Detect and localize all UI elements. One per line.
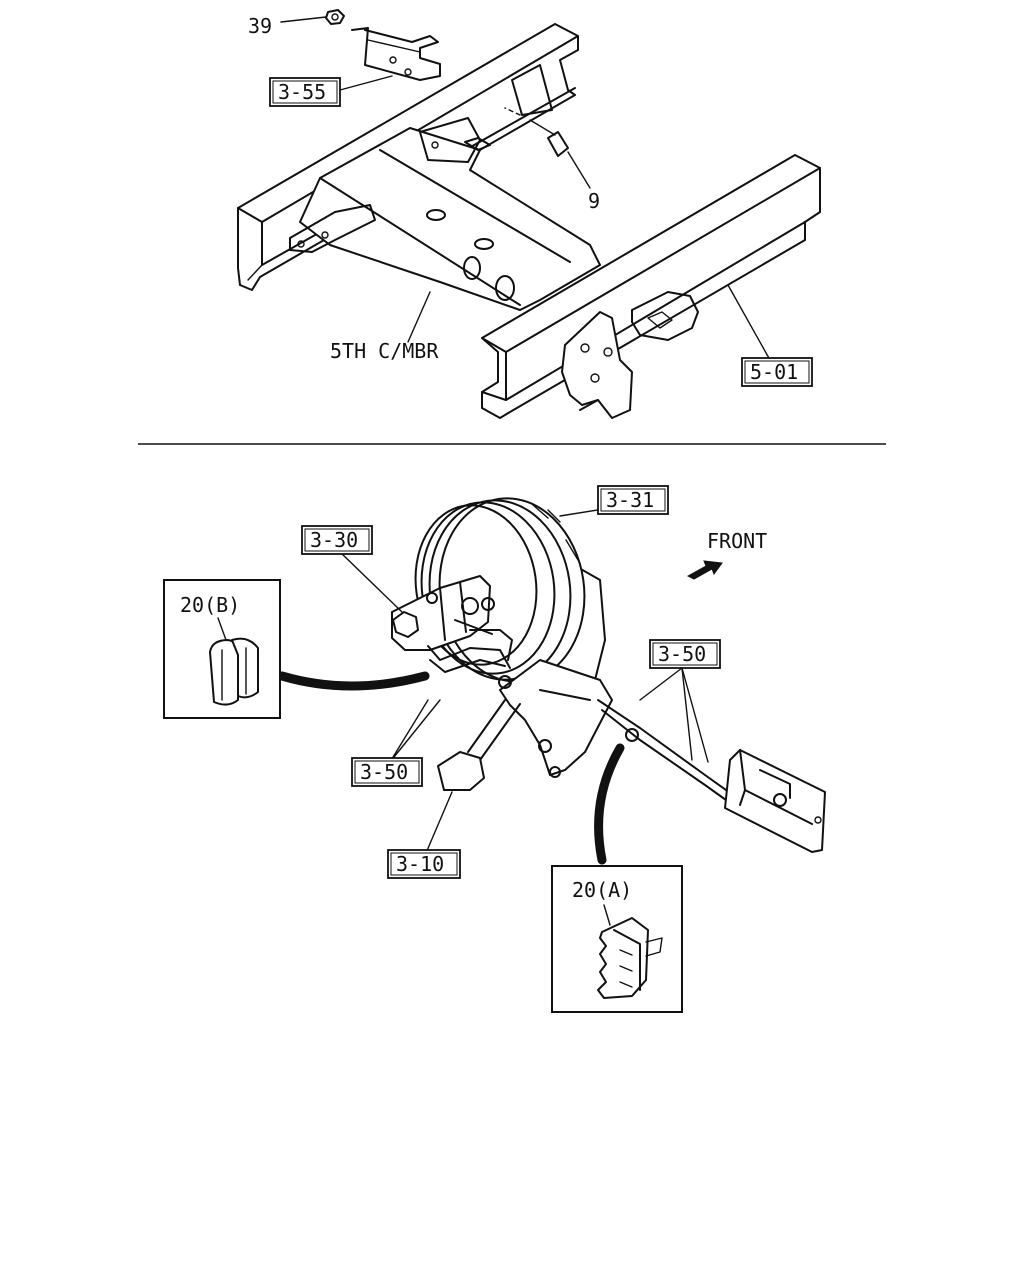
callout-3-50-right: 3-50 — [658, 642, 706, 666]
callout-5-01-box: 5-01 — [741, 357, 813, 387]
callout-39: 39 — [248, 14, 272, 38]
callout-3-10-box: 3-10 — [387, 849, 461, 879]
front-arrow-icon — [686, 560, 723, 580]
callout-3-55-box: 3-55 — [269, 77, 341, 107]
front-label: FRONT — [707, 529, 767, 553]
callout-3-30-box: 3-30 — [301, 525, 373, 555]
callout-3-31: 3-31 — [606, 488, 654, 512]
callout-3-30: 3-30 — [310, 528, 358, 552]
detail-box-20b — [163, 579, 281, 719]
callout-3-50-right-box: 3-50 — [649, 639, 721, 669]
callout-3-50-left-box: 3-50 — [351, 757, 423, 787]
callout-3-10: 3-10 — [396, 852, 444, 876]
callout-20a: 20(A) — [572, 878, 632, 902]
cross-member — [299, 127, 601, 311]
detail-box-20a — [551, 865, 683, 1013]
brake-booster-pedal-drawing — [277, 497, 826, 865]
callout-3-50-left: 3-50 — [360, 760, 408, 784]
callout-5-01: 5-01 — [750, 360, 798, 384]
callout-20b: 20(B) — [180, 593, 240, 617]
callout-3-55: 3-55 — [278, 80, 326, 104]
callout-3-31-box: 3-31 — [597, 485, 669, 515]
cross-member-label: 5TH C/MBR — [330, 339, 439, 363]
callout-9: 9 — [588, 189, 600, 213]
frame-assembly-drawing — [237, 9, 821, 419]
